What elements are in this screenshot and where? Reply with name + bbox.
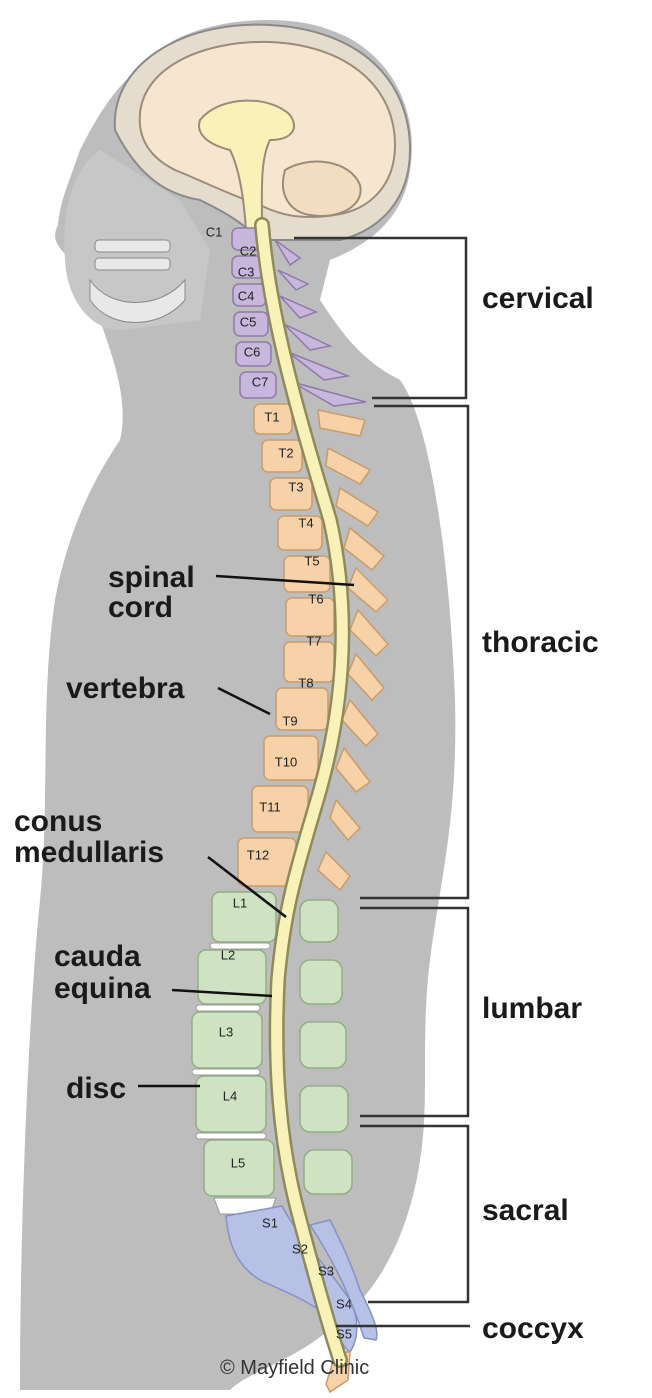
- vertebra-label-l3: L3: [219, 1024, 233, 1039]
- vertebra-leader: [217, 686, 271, 716]
- label-cauda: cauda: [54, 940, 141, 973]
- vertebra-label-t3: T3: [288, 479, 303, 494]
- conus-leader: [207, 856, 287, 918]
- label-cord: cord: [108, 591, 173, 624]
- vertebra-label-t2: T2: [278, 445, 293, 460]
- vertebra-label-t4: T4: [298, 515, 313, 530]
- vertebra-label-t5: T5: [304, 553, 319, 568]
- vertebra-label-t10: T10: [275, 754, 297, 769]
- cerebellum: [282, 160, 362, 217]
- jaw-teeth: [89, 239, 186, 323]
- vertebra-label-c3: C3: [238, 264, 255, 279]
- region-cervical: cervical: [482, 282, 594, 315]
- cauda-leader: [171, 988, 273, 998]
- region-lumbar: lumbar: [482, 992, 582, 1025]
- thoracic-vertebrae: [237, 403, 390, 892]
- vertebra-labels: C1C2C3C4C5C6C7T1T2T3T4T5T6T7T8T9T10T11T1…: [206, 224, 352, 1341]
- region-thoracic: thoracic: [482, 626, 599, 659]
- vertebra-label-c4: C4: [238, 288, 255, 303]
- vertebra-label-t11: T11: [259, 799, 280, 814]
- region-brackets: [294, 236, 470, 1328]
- vertebra-label-t7: T7: [306, 633, 321, 648]
- vertebra-label-l5: L5: [231, 1155, 245, 1170]
- label-equina: equina: [54, 972, 151, 1005]
- vertebra-label-c7: C7: [252, 374, 269, 389]
- spinal-cord-leader: [215, 574, 355, 587]
- vertebra-label-t1: T1: [264, 409, 279, 424]
- region-sacral: sacral: [482, 1194, 569, 1227]
- region-coccyx: coccyx: [482, 1312, 584, 1345]
- vertebra-label-l1: L1: [233, 895, 247, 910]
- vertebra-label-t6: T6: [308, 591, 323, 606]
- spinal-cord-fill: [256, 219, 348, 1366]
- vertebra-label-s4: S4: [336, 1296, 352, 1311]
- vertebra-label-c1: C1: [206, 224, 223, 239]
- vertebra-label-l4: L4: [223, 1088, 237, 1103]
- vertebra-label-t12: T12: [247, 847, 269, 862]
- vertebra-label-s1: S1: [262, 1215, 278, 1230]
- lumbar-vertebrae: [191, 891, 353, 1197]
- label-disc: disc: [66, 1072, 126, 1105]
- vertebra-label-s2: S2: [292, 1241, 308, 1256]
- credit-text: © Mayfield Clinic: [220, 1357, 369, 1379]
- label-medullaris: medullaris: [14, 836, 164, 869]
- sacral-tail: [308, 1219, 378, 1341]
- vertebra-label-s3: S3: [318, 1263, 334, 1278]
- vertebra-label-t9: T9: [282, 713, 297, 728]
- vertebra-label-l2: L2: [221, 947, 235, 962]
- label-conus: conus: [14, 805, 102, 838]
- vertebra-label-c2: C2: [240, 243, 257, 258]
- brain-stem: [198, 99, 295, 231]
- vertebra-label-t8: T8: [298, 675, 313, 690]
- label-vertebra: vertebra: [66, 672, 185, 705]
- label-spinal: spinal: [108, 561, 195, 594]
- vertebra-label-c6: C6: [244, 344, 261, 359]
- vertebra-label-s5: S5: [336, 1326, 352, 1341]
- vertebra-label-c5: C5: [240, 314, 257, 329]
